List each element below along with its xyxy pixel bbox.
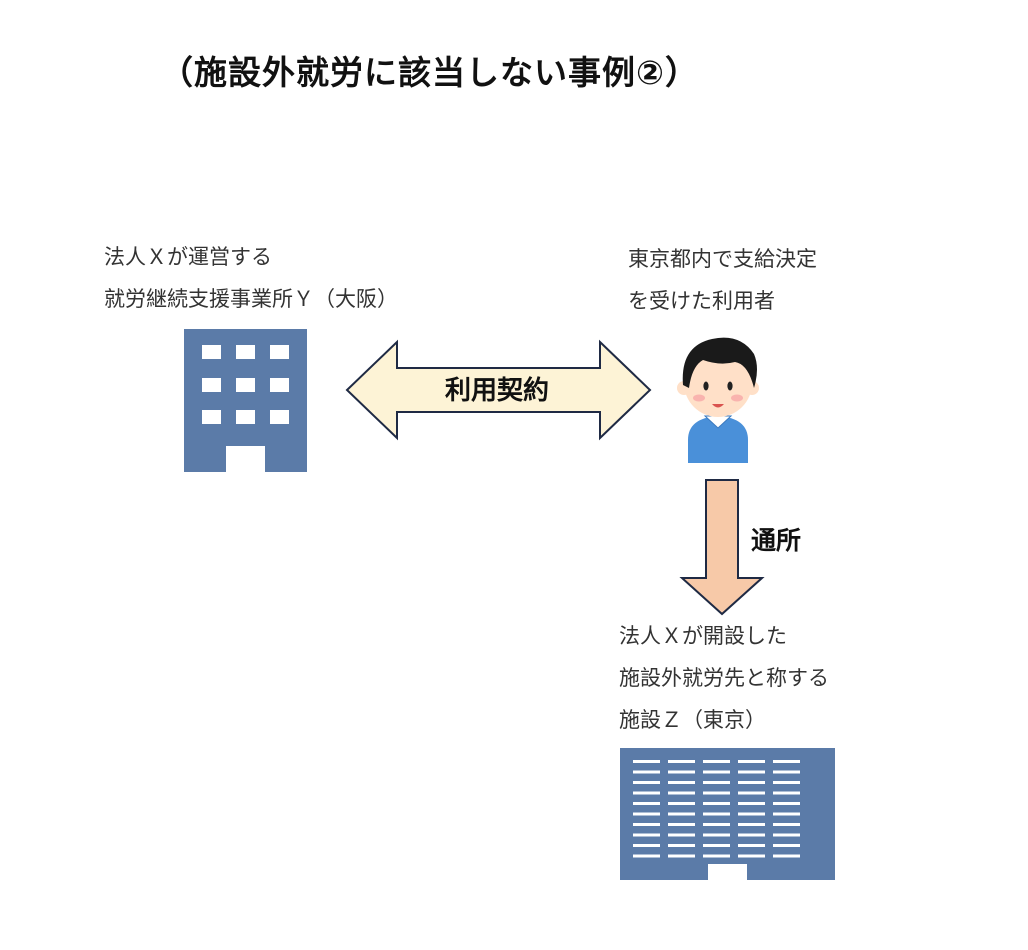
large-building-window — [773, 770, 800, 774]
large-building-window — [738, 823, 765, 826]
office-y-label: 法人Ｘが運営する 就労継続支援事業所Ｙ（大阪） — [104, 236, 398, 320]
large-building-window — [703, 791, 730, 795]
facility-z-label-line-1: 法人Ｘが開設した — [619, 624, 787, 648]
person-shirt — [688, 416, 748, 463]
large-building-window — [738, 812, 765, 816]
large-building-window — [668, 802, 695, 805]
large-building-window — [633, 802, 660, 805]
large-building-window — [703, 781, 730, 784]
user-label-line-2: を受けた利用者 — [628, 289, 775, 313]
large-building-window — [738, 833, 765, 837]
large-building-window — [773, 760, 800, 763]
large-building-window — [738, 854, 765, 858]
user-label: 東京都内で支給決定 を受けた利用者 — [628, 238, 817, 322]
large-building-window — [773, 823, 800, 826]
large-building-window — [668, 812, 695, 816]
large-building-window — [633, 812, 660, 816]
office-y-label-line-2: 就労継続支援事業所Ｙ（大阪） — [104, 287, 398, 311]
large-building-window — [703, 760, 730, 763]
office-building-windows — [202, 345, 289, 424]
large-building-window — [738, 781, 765, 784]
large-building-window — [773, 802, 800, 805]
person-hair — [682, 337, 757, 388]
large-building-window — [703, 823, 730, 826]
large-building-window — [633, 844, 660, 847]
person-ear-right — [745, 381, 759, 395]
large-building-window — [703, 844, 730, 847]
large-building-window — [773, 791, 800, 795]
person-eye-left — [703, 381, 709, 391]
large-building-window — [773, 781, 800, 784]
facility-z-label: 法人Ｘが開設した 施設外就労先と称する 施設Ｚ（東京） — [619, 615, 829, 741]
facility-z-label-line-2: 施設外就労先と称する — [619, 666, 829, 690]
office-building-door — [226, 446, 265, 472]
large-building-window — [668, 854, 695, 858]
large-building-window — [668, 770, 695, 774]
person-eye-right — [727, 381, 733, 391]
large-building-window — [668, 791, 695, 795]
large-building-window — [633, 854, 660, 858]
large-building-window — [773, 833, 800, 837]
large-building-windows — [633, 760, 800, 858]
large-building-window — [738, 844, 765, 847]
contract-arrow: 利用契約 — [345, 339, 652, 441]
large-building-window — [633, 823, 660, 826]
contract-arrow-label: 利用契約 — [445, 375, 549, 406]
large-building-window — [738, 760, 765, 763]
large-building-window — [633, 833, 660, 837]
large-building-window — [703, 770, 730, 774]
large-building-window — [633, 781, 660, 784]
large-building-window — [738, 791, 765, 795]
large-building-window — [633, 770, 660, 774]
person-icon — [677, 337, 759, 463]
large-building-window — [703, 812, 730, 816]
facility-z-label-line-3: 施設Ｚ（東京） — [619, 708, 766, 732]
large-building-window — [633, 760, 660, 763]
large-building-window — [773, 854, 800, 858]
large-building-window — [668, 823, 695, 826]
user-label-line-1: 東京都内で支給決定 — [628, 247, 817, 271]
large-building-window — [668, 833, 695, 837]
large-building-window — [668, 781, 695, 784]
person-cheek-left — [693, 394, 705, 402]
large-building-window — [773, 844, 800, 847]
large-building-window — [738, 802, 765, 805]
large-building-window — [668, 844, 695, 847]
page-title: （施設外就労に該当しない事例②） — [160, 53, 699, 92]
large-building-window — [703, 802, 730, 805]
person-cheek-right — [731, 394, 743, 402]
large-building-window — [633, 791, 660, 795]
office-building-icon — [184, 329, 307, 472]
large-building-window — [738, 770, 765, 774]
large-building-icon — [620, 748, 835, 880]
person-mouth — [712, 404, 724, 408]
commute-arrow-label: 通所 — [751, 526, 801, 555]
commute-arrow: 通所 — [679, 479, 801, 616]
large-building-window — [668, 760, 695, 763]
large-building-window — [703, 854, 730, 858]
large-building-window — [703, 833, 730, 837]
large-building-window — [773, 812, 800, 816]
large-building-door — [708, 864, 747, 880]
office-y-label-line-1: 法人Ｘが運営する — [104, 245, 272, 269]
